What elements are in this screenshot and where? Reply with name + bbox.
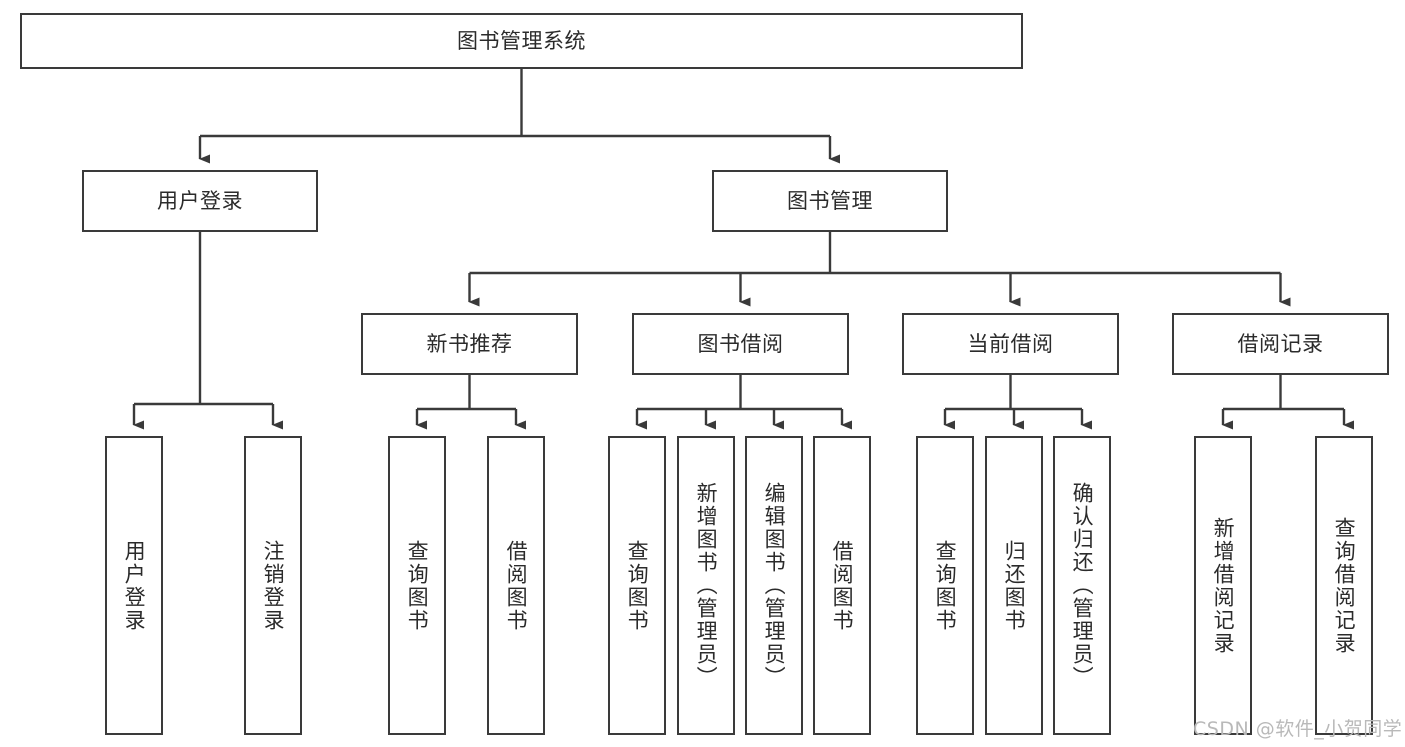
node-leaf-user-logout[interactable]: 注销登录	[244, 436, 302, 735]
node-label: 归还图书	[1002, 539, 1027, 632]
node-label: 确认归还（管理员）	[1070, 482, 1095, 689]
node-label: 图书管理	[787, 188, 873, 213]
node-current-borrow[interactable]: 当前借阅	[902, 313, 1119, 375]
node-user-login[interactable]: 用户登录	[82, 170, 318, 232]
node-leaf-borrow-book-rec[interactable]: 借阅图书	[487, 436, 545, 735]
node-new-book-recommend[interactable]: 新书推荐	[361, 313, 578, 375]
node-leaf-confirm-return-admin[interactable]: 确认归还（管理员）	[1053, 436, 1111, 735]
node-label: 注销登录	[261, 539, 286, 632]
node-book-manage[interactable]: 图书管理	[712, 170, 948, 232]
node-label: 新增借阅记录	[1211, 516, 1236, 655]
node-label: 新增图书（管理员）	[694, 482, 719, 689]
node-label: 查询图书	[405, 539, 430, 632]
node-leaf-add-book-admin[interactable]: 新增图书（管理员）	[677, 436, 735, 735]
node-leaf-query-book-rec[interactable]: 查询图书	[388, 436, 446, 735]
node-leaf-add-borrow-record[interactable]: 新增借阅记录	[1194, 436, 1252, 735]
node-leaf-user-login[interactable]: 用户登录	[105, 436, 163, 735]
node-label: 图书借阅	[697, 331, 784, 356]
node-label: 编辑图书（管理员）	[762, 482, 787, 689]
node-label: 当前借阅	[967, 331, 1054, 356]
node-label: 查询图书	[625, 539, 650, 632]
node-borrow-record[interactable]: 借阅记录	[1172, 313, 1389, 375]
node-root[interactable]: 图书管理系统	[20, 13, 1023, 69]
node-label: 查询借阅记录	[1332, 516, 1357, 655]
node-label: 图书管理系统	[457, 28, 586, 53]
node-label: 借阅记录	[1237, 331, 1324, 356]
node-leaf-borrow-book[interactable]: 借阅图书	[813, 436, 871, 735]
node-leaf-query-borrow-record[interactable]: 查询借阅记录	[1315, 436, 1373, 735]
node-label: 借阅图书	[830, 539, 855, 632]
node-label: 查询图书	[933, 539, 958, 632]
node-leaf-edit-book-admin[interactable]: 编辑图书（管理员）	[745, 436, 803, 735]
node-book-borrow[interactable]: 图书借阅	[632, 313, 849, 375]
node-leaf-return-book[interactable]: 归还图书	[985, 436, 1043, 735]
node-leaf-query-book-current[interactable]: 查询图书	[916, 436, 974, 735]
node-leaf-query-book-borrow[interactable]: 查询图书	[608, 436, 666, 735]
node-label: 用户登录	[157, 188, 243, 213]
node-label: 用户登录	[122, 539, 147, 632]
node-label: 借阅图书	[504, 539, 529, 632]
node-label: 新书推荐	[426, 331, 513, 356]
